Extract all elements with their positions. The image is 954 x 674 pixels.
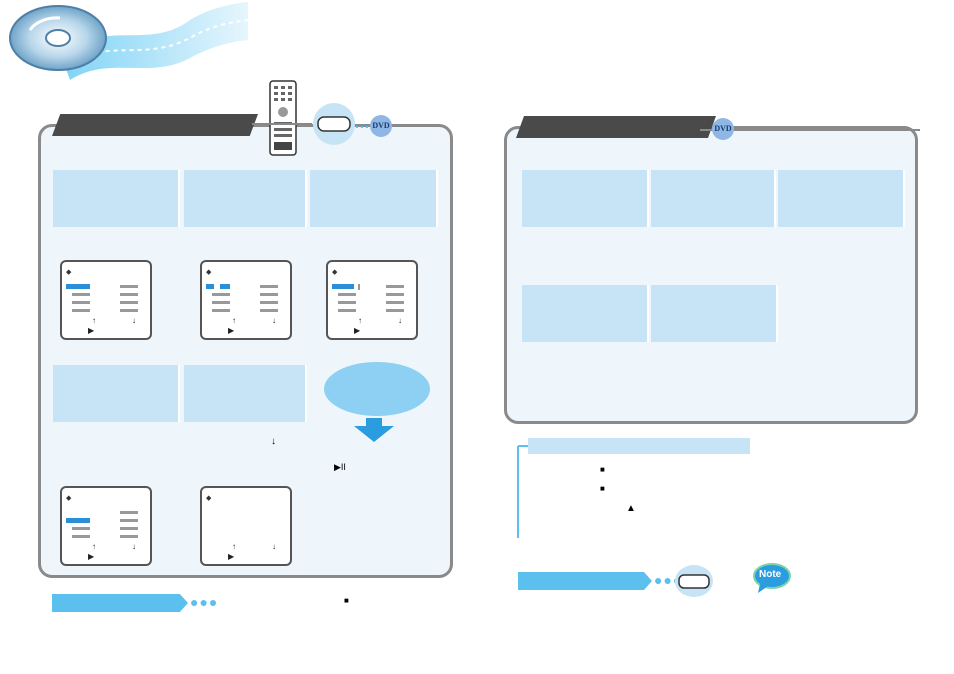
dvd-badge-right: DVD <box>712 118 734 140</box>
right-step-box-5 <box>651 285 778 342</box>
menu-screen-1: ◆ ↑ ↓ ▶ <box>60 260 152 340</box>
right-step-box-4 <box>522 285 649 342</box>
note-box-title-bar <box>528 438 750 454</box>
menu-screen-4: ◆ ↑ ↓ ▶ <box>60 486 152 566</box>
step-box-3 <box>310 170 438 227</box>
right-bottom-bar <box>518 572 652 590</box>
left-bottom-bar <box>52 594 188 612</box>
right-section-tab <box>516 116 716 138</box>
note-box-bracket <box>517 445 530 538</box>
remote-button-icon-2 <box>674 564 714 598</box>
stop-icon-1: ■ <box>600 465 605 474</box>
eject-icon: ▲ <box>626 503 636 514</box>
step-box-4 <box>53 365 180 422</box>
stop-icon: ■ <box>344 596 349 605</box>
left-bottom-dots: ●●● <box>190 594 219 610</box>
menu-screen-2: ◆ ↑ ↓ ▶ <box>200 260 292 340</box>
menu-screen-5: ◆ ↑ ↓ ▶ <box>200 486 292 566</box>
dvd-disc-film-icon <box>0 0 250 90</box>
menu-screen-3: ◆ ↑ ↓ ▶ <box>326 260 418 340</box>
step-box-1 <box>53 170 180 227</box>
pointer-line <box>252 123 312 125</box>
left-section-tab <box>52 114 258 136</box>
note-icon: Note <box>752 562 792 594</box>
tab-line <box>700 129 920 131</box>
play-pause-icon: ▶II <box>334 462 346 472</box>
dvd-badge: DVD <box>370 115 392 137</box>
right-step-box-2 <box>651 170 776 227</box>
note-label: Note <box>759 569 782 580</box>
remote-control-icon <box>268 80 298 156</box>
right-bottom-dots: ●●● <box>654 572 683 588</box>
down-arrow-icon <box>354 418 394 442</box>
right-step-box-3 <box>778 170 905 227</box>
info-bubble <box>324 362 430 416</box>
stop-icon-2: ■ <box>600 484 605 493</box>
right-step-box-1 <box>522 170 649 227</box>
remote-button-icon <box>310 102 358 146</box>
arrow-down-note: ↓ <box>271 436 276 447</box>
step-box-5 <box>184 365 307 422</box>
step-box-2 <box>184 170 307 227</box>
